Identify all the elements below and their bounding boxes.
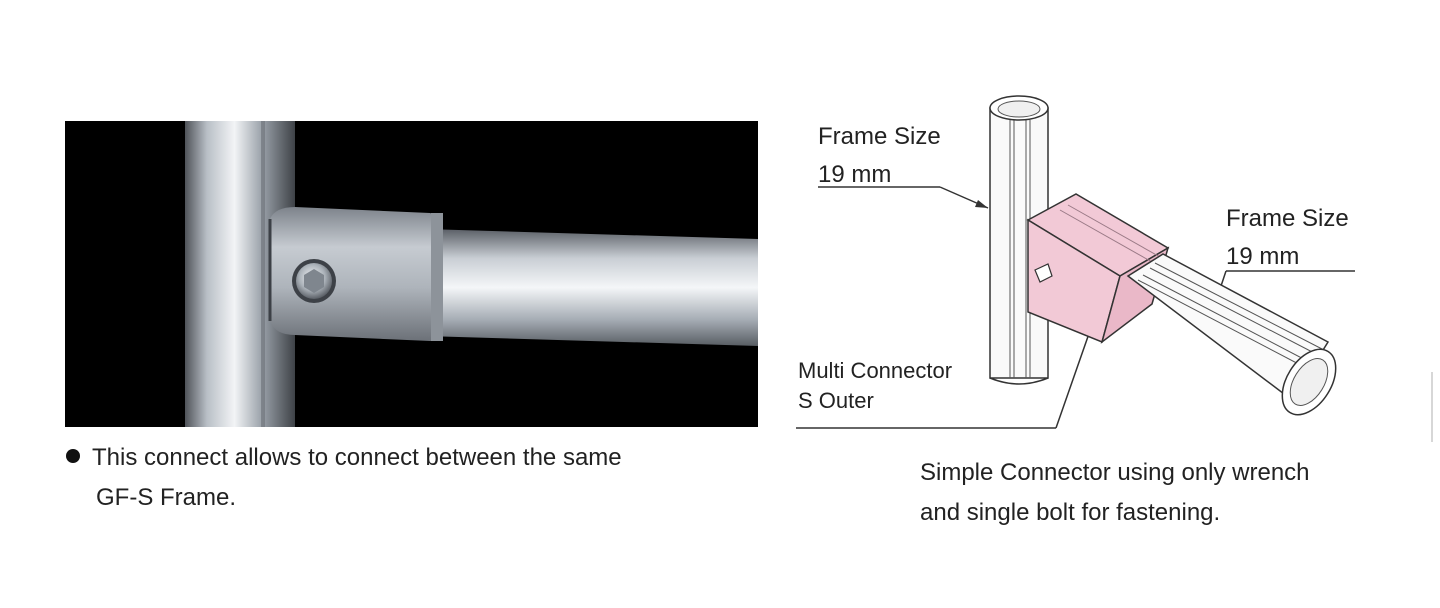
- left-caption-line1: This connect allows to connect between t…: [92, 444, 622, 471]
- label-size-1: 19 mm: [818, 161, 892, 188]
- label-connector-2: S Outer: [798, 388, 874, 413]
- leader-line-connector-b: [1055, 324, 1093, 429]
- right-caption-line2: and single bolt for fastening.: [920, 499, 1221, 526]
- label-frame-size-2: Frame Size: [1226, 205, 1349, 232]
- arrowhead-icon: [975, 200, 988, 208]
- label-frame-size-1: Frame Size: [818, 123, 941, 150]
- connector-photo: [65, 121, 758, 427]
- bolt-icon: [1034, 263, 1053, 283]
- label-connector-1: Multi Connector: [798, 358, 953, 383]
- left-caption-line2: GF-S Frame.: [96, 484, 237, 511]
- bullet-icon: [66, 449, 80, 463]
- connector-diagram-art: [796, 95, 1355, 429]
- connector-photo-art: [185, 121, 758, 427]
- connector-diagram: Frame Size 19 mm Frame Size 19 mm Multi …: [780, 80, 1440, 460]
- diagonal-frame: [1126, 253, 1337, 416]
- right-caption-line1: Simple Connector using only wrench: [920, 459, 1310, 486]
- left-caption: This connect allows to connect between t…: [66, 438, 746, 518]
- label-size-2: 19 mm: [1226, 243, 1300, 270]
- right-caption: Simple Connector using only wrench and s…: [920, 453, 1310, 533]
- edge-divider: [1431, 372, 1433, 442]
